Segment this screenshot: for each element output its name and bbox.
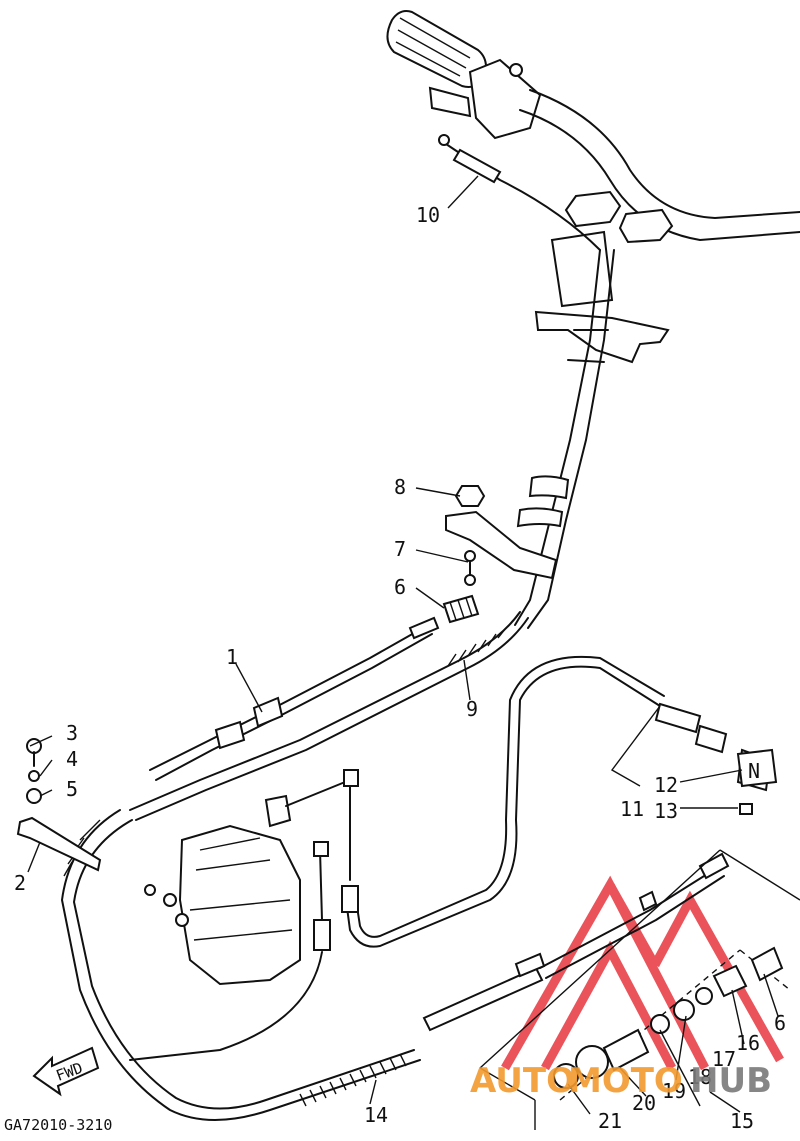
steering-column [445, 249, 615, 629]
watermark-hub: HUB [690, 1061, 772, 1101]
cable-eleven [345, 656, 772, 948]
callout-labels: 1 2 3 4 5 6 7 8 9 10 11 12 13 14 15 16 1… [14, 203, 786, 1133]
callout-2: 2 [14, 871, 26, 895]
throttle-cable-end [438, 134, 601, 251]
callout-3: 3 [66, 721, 78, 745]
callout-17: 17 [712, 1047, 736, 1071]
callout-6: 6 [394, 575, 406, 599]
callout-4: 4 [66, 747, 78, 771]
callout-5: 5 [66, 777, 78, 801]
assembly-box [479, 849, 800, 1130]
watermark-auto: AUTO [470, 1061, 575, 1101]
callout-20: 20 [632, 1091, 656, 1115]
handlebar [386, 10, 800, 364]
engine-block [129, 769, 359, 1061]
callout-10: 10 [416, 203, 440, 227]
neutral-badge: N [736, 748, 778, 788]
cable-loop-left [61, 809, 730, 1121]
diagram-code: GA72010-3210 [4, 1116, 112, 1134]
hardware-parts [442, 485, 486, 624]
callout-7: 7 [394, 537, 406, 561]
watermark-moto: MOTO [568, 1061, 683, 1101]
leader-lines [27, 175, 779, 1115]
callout-15: 15 [730, 1109, 754, 1133]
callout-8: 8 [394, 475, 406, 499]
callout-21: 21 [598, 1109, 622, 1133]
svg-text:N: N [748, 759, 760, 783]
callout-12: 12 [654, 773, 678, 797]
callout-13: 13 [654, 799, 678, 823]
callout-18: 18 [688, 1065, 712, 1089]
callout-9: 9 [466, 697, 478, 721]
callout-6-right: 6 [774, 1011, 786, 1035]
callout-19: 19 [662, 1079, 686, 1103]
callout-14: 14 [364, 1103, 388, 1127]
callout-1: 1 [226, 645, 238, 669]
cables-upper [63, 611, 529, 877]
watermark-text: AUTO MOTO HUB [470, 1061, 772, 1101]
bracket-two [16, 738, 102, 872]
callout-16: 16 [736, 1031, 760, 1055]
fwd-arrow: FWD [32, 1046, 100, 1097]
callout-11: 11 [620, 797, 644, 821]
